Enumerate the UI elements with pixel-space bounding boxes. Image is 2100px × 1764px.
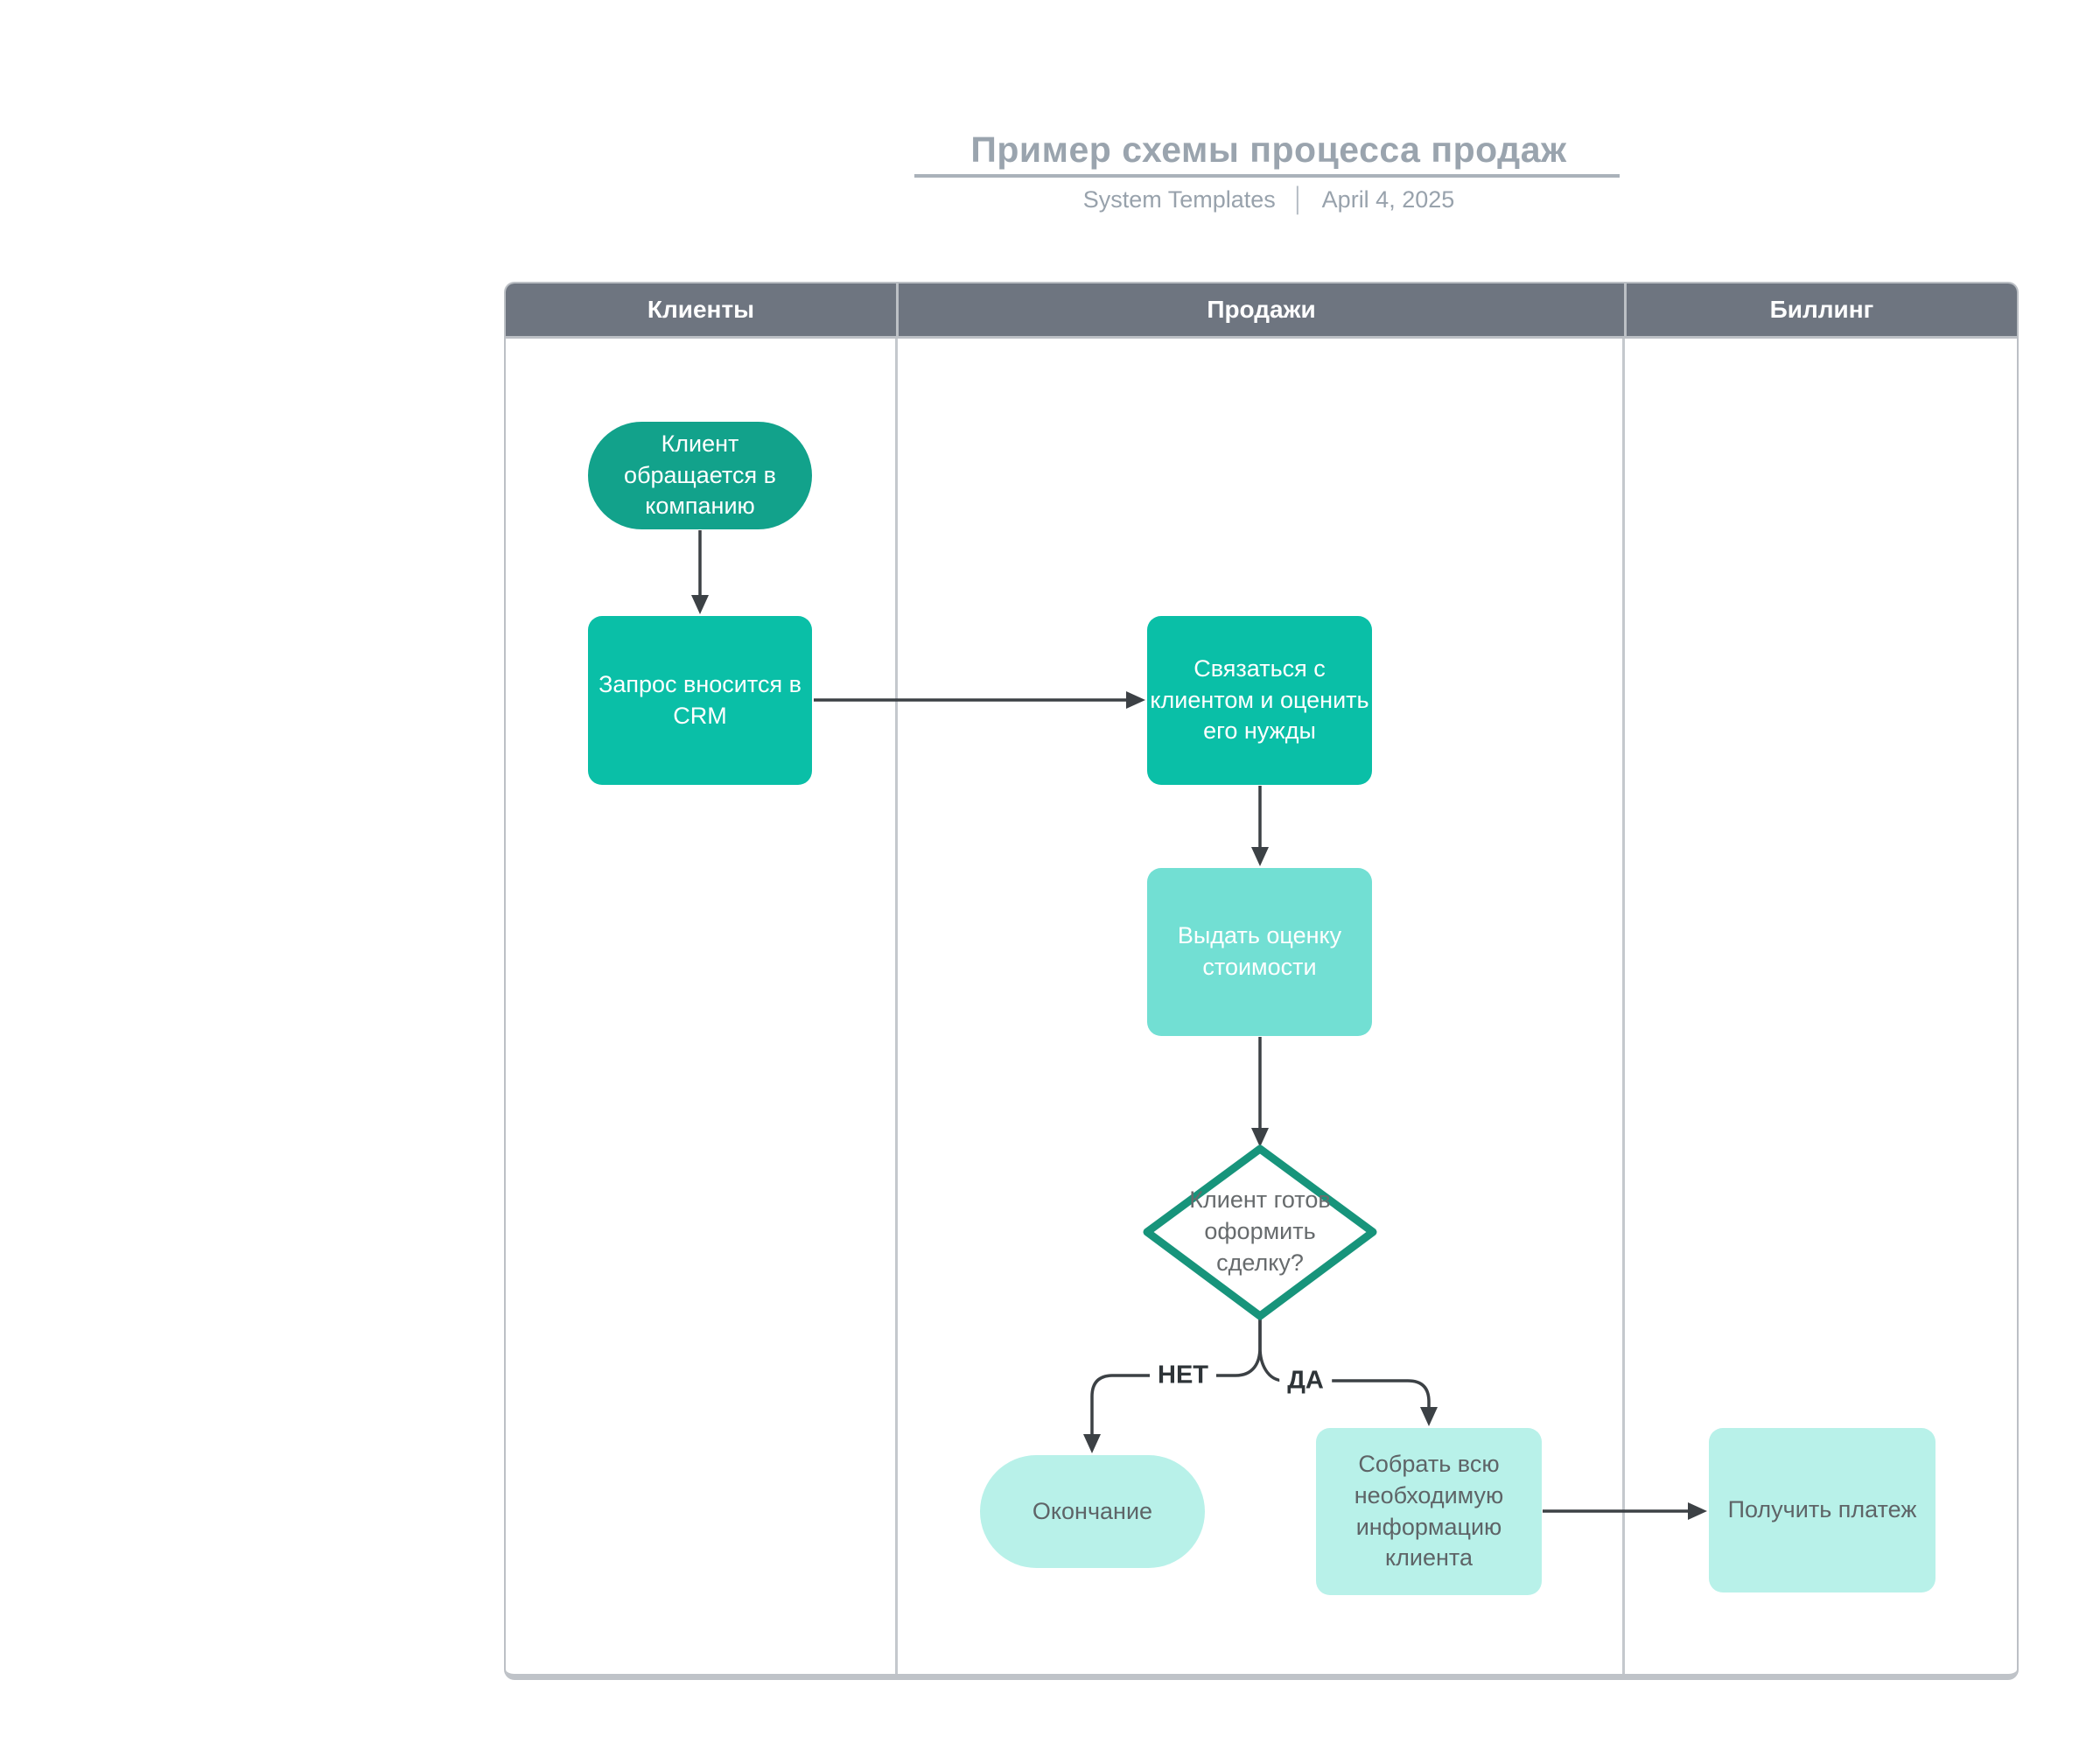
node-end: Окончание [980, 1455, 1205, 1568]
node-decision: Клиент готов оформить сделку? [1189, 1186, 1331, 1276]
date-label: April 4, 2025 [1321, 186, 1455, 213]
node-contact: Связаться с клиентом и оценить его нужды [1147, 616, 1372, 785]
page-title: Пример схемы процесса продаж [970, 130, 1567, 170]
node-payment: Получить платеж [1709, 1428, 1936, 1592]
node-collect: Собрать всю необходимую информацию клиен… [1316, 1428, 1542, 1595]
author-label: System Templates [1082, 186, 1276, 213]
arrowhead-down [1083, 1434, 1101, 1453]
edge-decision-collect [1258, 1316, 1431, 1408]
arrowhead-right [1688, 1502, 1707, 1520]
node-estimate: Выдать оценку стоимости [1147, 868, 1372, 1036]
arrowhead-down [1251, 847, 1269, 866]
title-underline [914, 174, 1620, 178]
arrowhead-down [1420, 1407, 1438, 1426]
lane-header-clients: Клиенты [506, 284, 896, 336]
lane-header-billing: Биллинг [1627, 284, 2017, 336]
lane-header-sales: Продажи [899, 284, 1624, 336]
edge-label-no: НЕТ [1150, 1361, 1216, 1390]
arrowhead-right [1126, 691, 1145, 709]
swimlane-header: Клиенты Продажи Биллинг [506, 284, 2017, 339]
subtitle: System Templates │ April 4, 2025 [919, 186, 1619, 214]
node-start: Клиент обращается в компанию [588, 422, 812, 529]
decision-diamond-shape [1143, 1144, 1377, 1320]
arrowhead-down [1251, 1128, 1269, 1147]
edge-label-yes: ДА [1279, 1366, 1332, 1396]
arrowhead-down [691, 595, 709, 614]
lane-separator-2 [1622, 339, 1625, 1674]
lane-separator-1 [895, 339, 898, 1674]
subtitle-divider: │ [1291, 186, 1306, 213]
node-crm: Запрос вносится в CRM [588, 616, 812, 785]
